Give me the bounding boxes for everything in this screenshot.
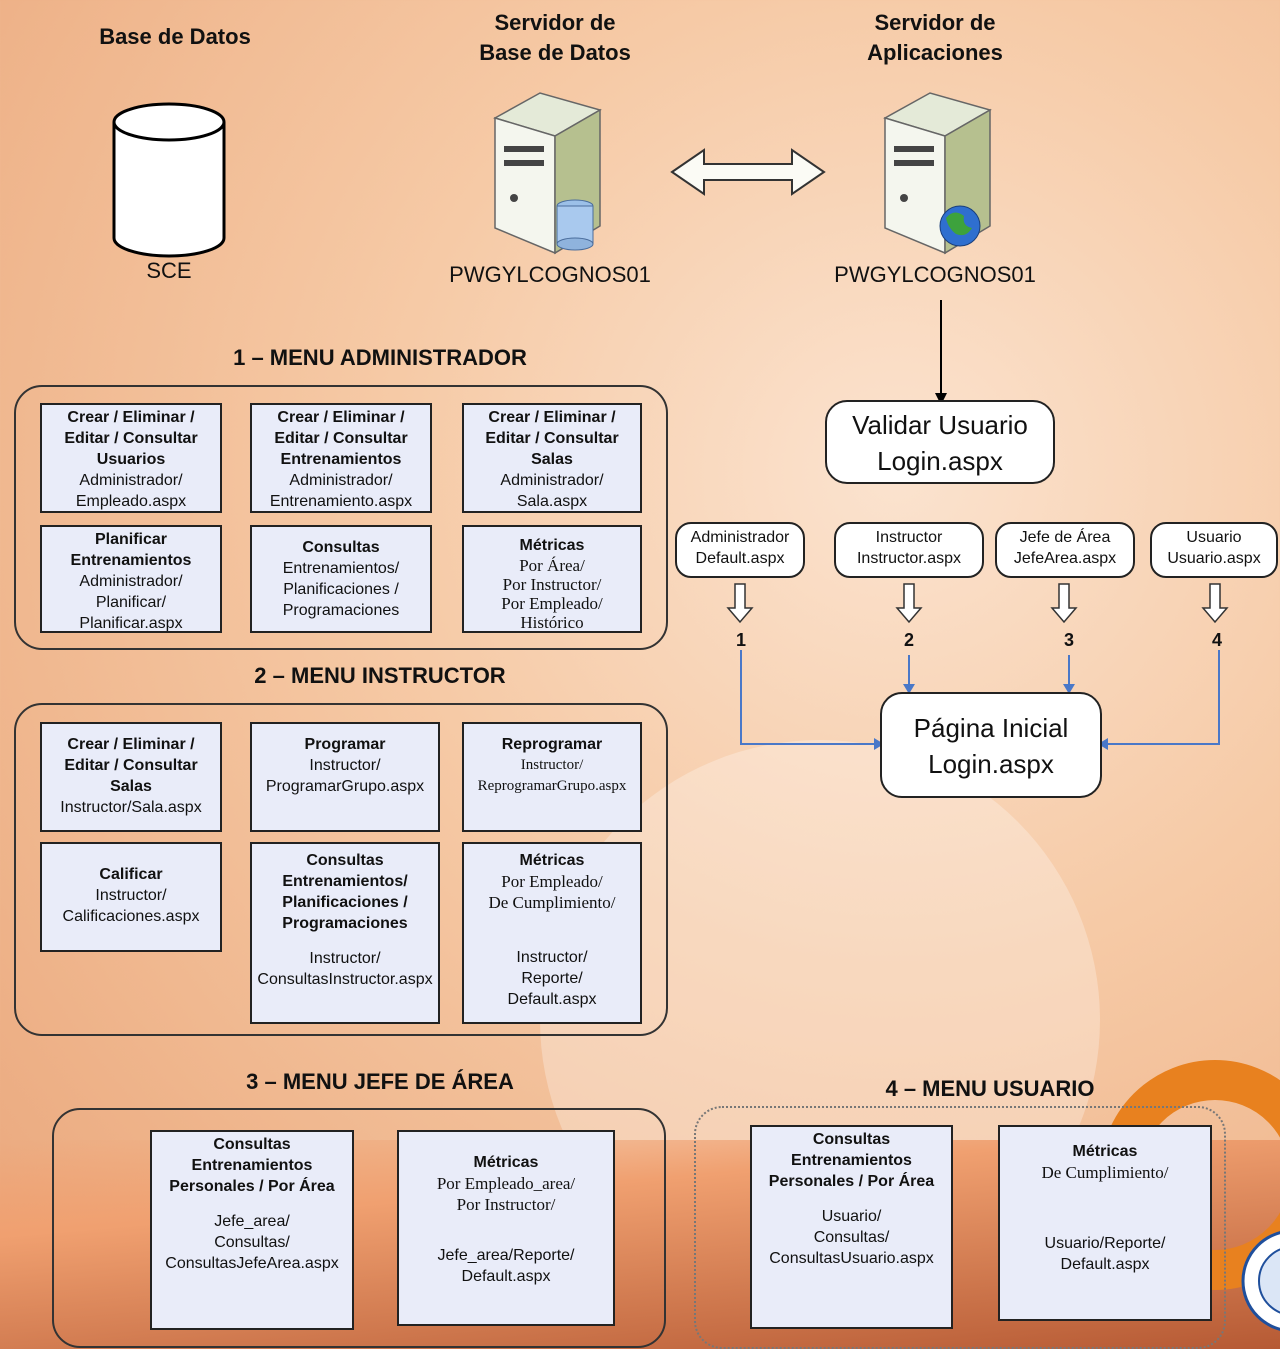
role-number-2: 2 <box>903 630 914 650</box>
section-title-instructor: 2 – MENU INSTRUCTOR <box>254 663 506 688</box>
role-administrador: Administrador Default.aspx <box>675 522 805 578</box>
jefe-menu-panel <box>52 1108 666 1348</box>
usuario-card-consultas: Consultas Entrenamientos Personales / Po… <box>750 1125 953 1329</box>
header-base-de-datos: Base de Datos <box>99 24 251 49</box>
role-instructor: Instructor Instructor.aspx <box>834 522 984 578</box>
admin-card-salas: Crear / Eliminar / Editar / Consultar Sa… <box>462 403 642 513</box>
sce-label: SCE <box>146 258 192 283</box>
seal-logo <box>1241 1231 1280 1331</box>
database-server-icon <box>493 92 602 255</box>
header-servidor-bd: Servidor de Base de Datos <box>479 10 631 65</box>
server-bd-label: PWGYLCOGNOS01 <box>449 262 651 287</box>
role-usuario: Usuario Usuario.aspx <box>1150 522 1278 578</box>
section-title-jefe: 3 – MENU JEFE DE ÁREA <box>246 1069 514 1094</box>
pagina-inicial-box: Página Inicial Login.aspx <box>880 692 1102 798</box>
validar-usuario-box: Validar Usuario Login.aspx <box>825 400 1055 484</box>
role-number-1: 1 <box>735 630 746 650</box>
section-title-usuario: 4 – MENU USUARIO <box>885 1076 1095 1101</box>
admin-menu-panel <box>14 385 668 650</box>
instructor-card-salas: Crear / Eliminar / Editar / Consultar Sa… <box>40 722 222 832</box>
admin-card-entrenamientos: Crear / Eliminar / Editar / Consultar En… <box>250 403 432 513</box>
server-app-label: PWGYLCOGNOS01 <box>834 262 1036 287</box>
application-server-icon <box>883 92 992 255</box>
admin-card-usuarios: Crear / Eliminar / Editar / Consultar Us… <box>40 403 222 513</box>
role-jefe-area: Jefe de Área JefeArea.aspx <box>995 522 1135 578</box>
role-number-3: 3 <box>1063 630 1074 650</box>
usuario-menu-panel <box>694 1106 1226 1349</box>
role-number-4: 4 <box>1211 630 1222 650</box>
section-title-admin: 1 – MENU ADMINISTRADOR <box>233 345 527 370</box>
instructor-menu-panel <box>14 703 668 1036</box>
database-icon <box>112 102 226 258</box>
jefe-card-consultas: Consultas Entrenamientos Personales / Po… <box>150 1130 354 1330</box>
header-servidor-app: Servidor de Aplicaciones <box>867 10 1003 65</box>
instructor-card-consultas: Consultas Entrenamientos/ Planificacione… <box>250 842 440 1024</box>
